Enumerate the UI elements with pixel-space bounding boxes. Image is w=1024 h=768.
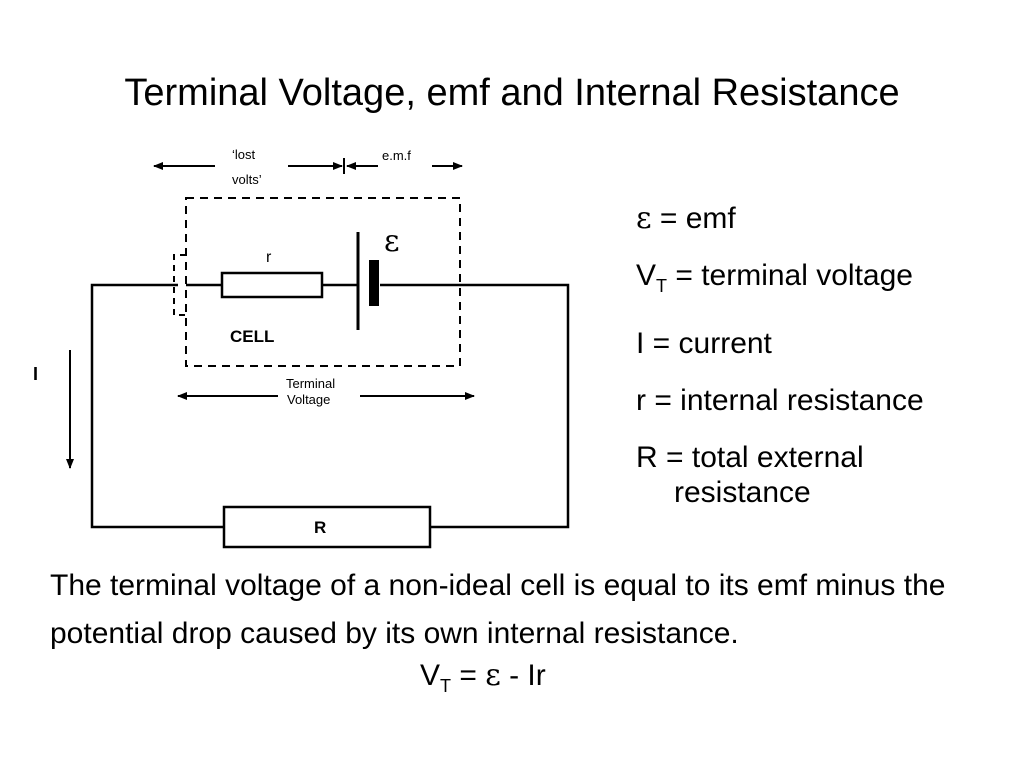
definition-current: I = current	[636, 327, 772, 360]
battery-short-plate	[369, 260, 379, 306]
cell-boundary	[185, 197, 461, 367]
cell-label: CELL	[230, 327, 274, 346]
slide-title: Terminal Voltage, emf and Internal Resis…	[124, 72, 900, 114]
vt-subscript: T	[656, 276, 668, 296]
definition-emf: ε = emf	[636, 190, 924, 247]
external-resistor	[222, 505, 432, 549]
emf-label: e.m.f	[382, 148, 411, 163]
lost-volts-label-2: volts’	[232, 172, 262, 187]
wire-left	[90, 283, 224, 529]
definition-external-resistance: R = total external	[636, 441, 864, 474]
current-label: I	[33, 364, 38, 384]
terminal-voltage-formula: VT = ε - Ir	[420, 658, 546, 697]
formula-subscript: T	[440, 676, 452, 696]
internal-resistor	[220, 271, 324, 299]
external-resistor-label: R	[314, 518, 326, 537]
terminal-bracket	[173, 254, 186, 316]
definition-external-resistance-cont: resistance	[674, 476, 811, 509]
definition-internal-resistance: r = internal resistance	[636, 384, 924, 417]
vt-definition: = terminal voltage	[667, 259, 913, 292]
formula-equals: =	[451, 659, 486, 692]
vt-variable: V	[636, 259, 657, 292]
terminal-voltage-label-2: Voltage	[287, 392, 330, 407]
epsilon-symbol: ε	[384, 224, 400, 259]
circuit-diagram: ‘lost volts’ e.m.f r CELL ε I Terminal V…	[33, 147, 570, 549]
definition-terminal-voltage: VT = terminal voltage	[636, 247, 924, 315]
formula-variable: V	[420, 659, 441, 692]
formula-epsilon: ε	[485, 658, 501, 693]
lost-volts-label-1: ‘lost	[232, 147, 256, 162]
definitions-list: ε = emf VT = terminal voltage I = curren…	[636, 190, 924, 521]
wire-right	[380, 283, 570, 529]
explanation-paragraph: The terminal voltage of a non-ideal cell…	[50, 569, 946, 650]
formula-rest: - Ir	[500, 659, 546, 692]
emf-definition: = emf	[651, 202, 736, 235]
internal-resistor-label: r	[266, 249, 272, 266]
terminal-voltage-label-1: Terminal	[286, 376, 335, 391]
epsilon-symbol: ε	[636, 201, 652, 236]
